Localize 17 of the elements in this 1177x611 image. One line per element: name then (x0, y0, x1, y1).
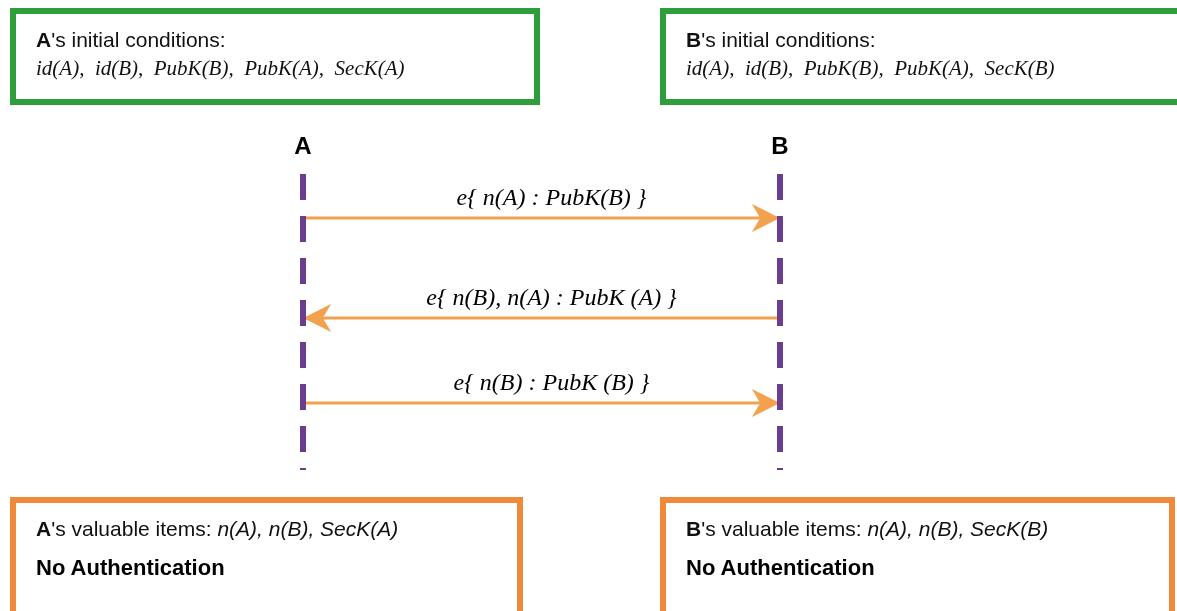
items-box (660, 497, 1175, 611)
key-list: id(A), id(B), PubK(B), PubK(A), SecK(B) (686, 56, 1055, 81)
box-heading: B's initial conditions: (686, 28, 876, 52)
key-list: id(A), id(B), PubK(B), PubK(A), SecK(A) (36, 56, 405, 81)
message-arrow (303, 304, 777, 332)
box-heading: A's initial conditions: (36, 28, 226, 52)
items-box (10, 497, 523, 611)
message-arrow (306, 389, 780, 417)
conditions-box (10, 8, 540, 105)
box-heading: A's valuable items: n(A), n(B), SecK(A) (36, 517, 399, 541)
result-text: No Authentication (686, 555, 875, 581)
box-heading: B's valuable items: n(A), n(B), SecK(B) (686, 517, 1049, 541)
message-arrow (306, 204, 780, 232)
conditions-box (660, 8, 1177, 105)
participant-label: A (293, 132, 313, 160)
participant-label: B (770, 132, 790, 160)
result-text: No Authentication (36, 555, 225, 581)
